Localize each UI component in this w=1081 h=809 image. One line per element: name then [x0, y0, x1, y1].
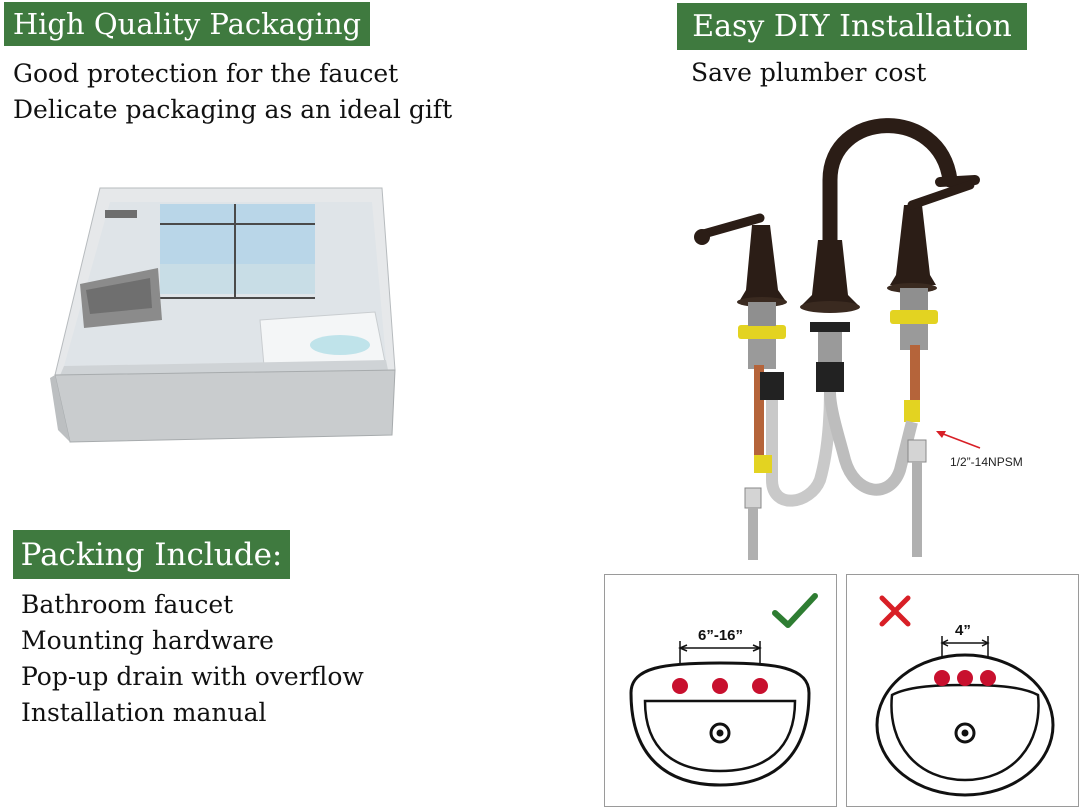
sink-diagram-good: 6”-16”	[604, 574, 837, 807]
packing-item-1: Bathroom faucet	[21, 590, 234, 619]
spacing-label-good: 6”-16”	[698, 627, 744, 644]
packing-item-4: Installation manual	[21, 698, 267, 727]
installation-heading: Easy DIY Installation	[692, 9, 1012, 44]
packaging-line-1: Good protection for the faucet	[13, 59, 399, 88]
packaging-line-2: Delicate packaging as an ideal gift	[13, 95, 453, 124]
packing-item-2: Mounting hardware	[21, 626, 274, 655]
spacing-label-bad: 4”	[955, 622, 971, 639]
sink-diagram-bad: 4”	[846, 574, 1079, 807]
check-icon	[772, 593, 818, 628]
packaging-heading-badge: High Quality Packaging	[4, 2, 370, 46]
sink-basin-wide	[629, 641, 811, 787]
sink-basin-narrow	[875, 636, 1055, 797]
faucet-image	[694, 118, 981, 560]
installation-heading-badge: Easy DIY Installation	[677, 3, 1027, 50]
cross-icon	[879, 595, 911, 627]
thread-spec-label: 1/2”-14NPSM	[950, 455, 1023, 469]
packaging-heading: High Quality Packaging	[12, 7, 362, 41]
installation-line-1: Save plumber cost	[691, 58, 927, 87]
packing-heading: Packing Include:	[20, 536, 283, 573]
packing-item-3: Pop-up drain with overflow	[21, 662, 364, 691]
packaging-box-image	[50, 187, 396, 443]
packing-heading-badge: Packing Include:	[13, 530, 290, 579]
